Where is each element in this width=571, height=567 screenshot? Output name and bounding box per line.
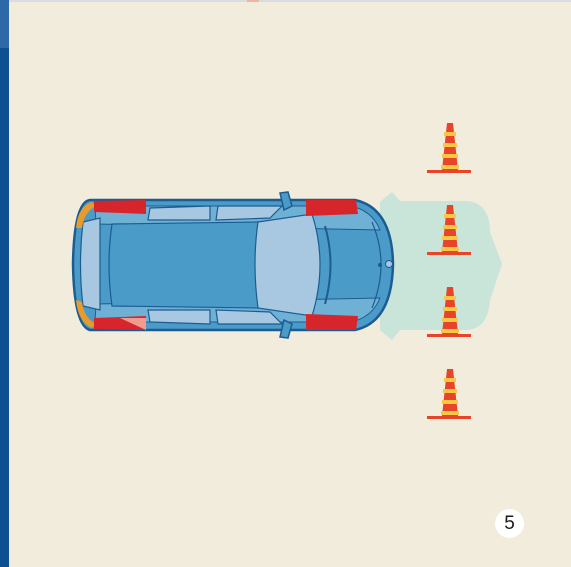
traffic-cone-icon: [427, 369, 471, 419]
side-window-rear-bottom: [148, 310, 210, 324]
car-top-view-icon: [73, 192, 393, 338]
traffic-cone-icon: [427, 123, 471, 173]
front-light-bottom: [306, 314, 358, 330]
car-roof: [109, 222, 258, 308]
step-number-badge: 5: [495, 509, 524, 538]
side-window-rear-top: [148, 206, 210, 220]
windscreen: [255, 214, 320, 316]
rear-window: [81, 218, 101, 310]
light-beam: [380, 192, 502, 340]
front-dot: [378, 263, 382, 267]
rear-light-top: [94, 200, 146, 214]
front-light-top: [306, 200, 358, 216]
front-emblem: [386, 261, 393, 268]
